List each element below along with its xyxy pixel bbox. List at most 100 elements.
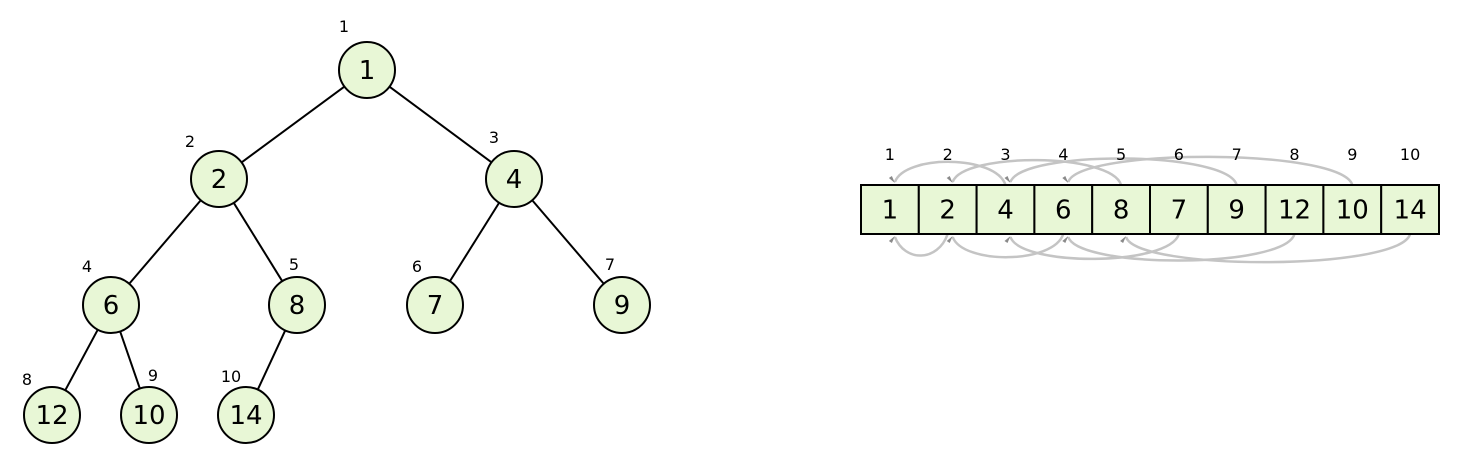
tree-edge [531,199,605,285]
parent-link-arrowhead [946,176,953,183]
array-cell-box [1206,184,1267,235]
node-index-label: 1 [339,17,349,36]
array-cell: 14 10 [1380,145,1440,235]
array-cell-box [975,184,1036,235]
array-cell-box [1380,184,1440,235]
array-cell-box [1091,184,1151,235]
node-circle [406,276,464,334]
array-index-label: 3 [1000,145,1010,164]
array-cell: 76 [1149,145,1209,235]
tree-edge [119,331,141,389]
node-index-label: 3 [489,128,499,147]
node-circle [23,386,81,444]
parent-link-arrowhead [946,236,953,243]
array-cell-box [1149,184,1209,235]
tree-node: 22 [185,132,248,208]
array-cell: 12 8 [1264,145,1325,235]
parent-link-arrowhead [888,176,895,183]
tree-node: 128 [22,370,81,444]
tree-node: 64 [82,257,140,334]
parent-link-arc [1009,233,1181,261]
tree-edge [128,199,202,285]
parent-link-arc [1067,233,1296,262]
array-index-label: 9 [1347,145,1357,164]
node-value: 10 [132,401,165,431]
array-cell: 85 [1091,145,1151,235]
parent-link-arrowhead [1062,176,1069,183]
tree-edge [388,85,493,164]
node-circle [82,276,140,334]
array-value: 10 [1336,196,1369,226]
array-value: 9 [1228,196,1245,226]
node-value: 8 [289,291,306,321]
array-index-label: 1 [885,145,895,164]
array-index-label: 10 [1400,145,1420,164]
array-cell: 22 [917,145,978,235]
array-index-label: 8 [1289,145,1299,164]
node-index-label: 7 [605,255,615,274]
parent-link-arrowhead [1004,236,1011,243]
node-circle [217,386,275,444]
tree-node: 97 [593,255,651,334]
parent-link-arrowhead [1062,236,1069,243]
parent-link-arc [951,233,1065,259]
array-cell: 10 9 [1322,145,1383,235]
parent-link-arc [1067,155,1354,186]
node-index-label: 10 [221,367,241,386]
array-index-label: 2 [943,145,953,164]
tree-edge [64,329,99,391]
array-links [888,155,1412,264]
array-value: 2 [939,196,956,226]
array-index-label: 5 [1116,145,1126,164]
node-value: 6 [103,291,120,321]
parent-link-arrowhead [888,236,895,243]
tree-node: 14 10 [217,367,275,444]
tree-node: 85 [268,255,326,334]
node-index-label: 6 [412,257,422,276]
array-cell: 97 [1206,145,1267,235]
node-circle [120,386,178,444]
node-value: 1 [359,56,376,86]
array-value: 12 [1278,196,1311,226]
parent-link-arc [893,160,1007,186]
array-cell-box [860,184,920,235]
parent-link-arrowhead [1004,176,1011,183]
tree-node: 11 [338,17,396,99]
node-index-label: 2 [185,132,195,151]
node-index-label: 9 [148,366,158,385]
node-value: 7 [427,291,444,321]
parent-link-arc [1124,233,1412,264]
array-value: 7 [1171,196,1188,226]
node-value: 14 [229,401,262,431]
array-value: 14 [1394,196,1427,226]
array-index-label: 6 [1174,145,1184,164]
tree-edge [449,202,500,282]
tree-edge [256,329,287,391]
node-circle [268,276,326,334]
array-value: 1 [882,196,899,226]
node-circle [190,150,248,208]
array-value: 8 [1113,196,1130,226]
tree-edge [232,202,284,282]
node-value: 2 [211,165,228,195]
node-value: 4 [506,165,523,195]
node-index-label: 8 [22,370,32,389]
node-circle [485,150,543,208]
tree-node: 76 [406,257,464,334]
tree-edges [64,85,605,391]
tree-node: 10 9 [120,366,178,444]
array-index-label: 4 [1058,145,1068,164]
array-cell-box [1033,184,1094,235]
parent-link-arrowhead [1120,236,1127,243]
array-cell: 64 [1033,145,1094,235]
array-value: 4 [997,196,1014,226]
node-index-label: 5 [289,255,299,274]
array-index-label: 7 [1232,145,1242,164]
node-circle [593,276,651,334]
node-value: 12 [35,401,68,431]
array-cell: 43 [975,145,1036,235]
tree-node: 43 [485,128,543,208]
